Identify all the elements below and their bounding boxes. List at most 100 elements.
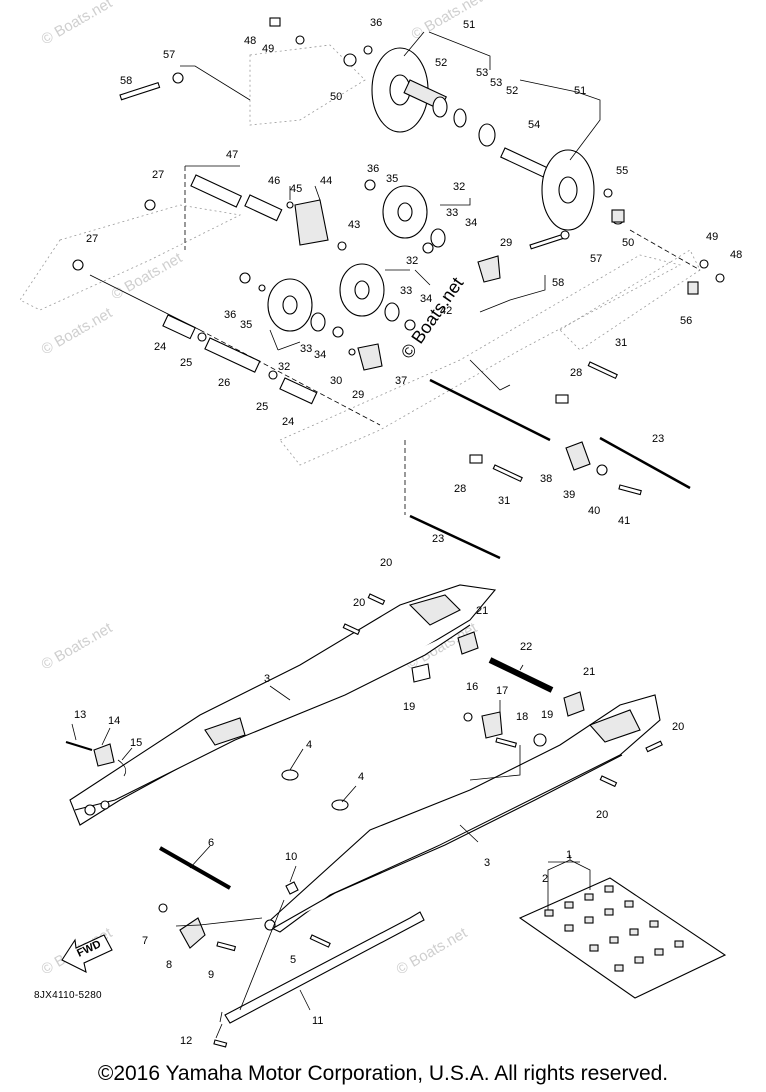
callout-4: 4 xyxy=(358,771,364,783)
callout-41: 41 xyxy=(618,515,630,527)
lower-frame-assembly: FWD xyxy=(61,584,727,1048)
callout-30: 30 xyxy=(330,375,342,387)
callout-34: 34 xyxy=(420,293,432,305)
callout-29: 29 xyxy=(500,237,512,249)
callout-9: 9 xyxy=(208,969,214,981)
callout-46: 46 xyxy=(268,175,280,187)
callout-26: 26 xyxy=(218,377,230,389)
callout-13: 13 xyxy=(74,709,86,721)
callout-36: 36 xyxy=(367,163,379,175)
track-lugs xyxy=(544,885,684,972)
callout-27: 27 xyxy=(86,233,98,245)
callout-20: 20 xyxy=(353,597,365,609)
callout-57: 57 xyxy=(163,49,175,61)
callout-21: 21 xyxy=(583,666,595,678)
callout-7: 7 xyxy=(142,935,148,947)
callout-29: 29 xyxy=(352,389,364,401)
copyright-footer: ©2016 Yamaha Motor Corporation, U.S.A. A… xyxy=(97,1062,669,1085)
callout-33: 33 xyxy=(446,207,458,219)
callout-55: 55 xyxy=(616,165,628,177)
callout-35: 35 xyxy=(240,319,252,331)
callout-45: 45 xyxy=(290,183,302,195)
callout-14: 14 xyxy=(108,715,120,727)
watermark: © Boats.net xyxy=(109,249,186,303)
callout-32: 32 xyxy=(406,255,418,267)
callout-20: 20 xyxy=(380,557,392,569)
callout-42: 42 xyxy=(440,305,452,317)
callout-32: 32 xyxy=(278,361,290,373)
callout-31: 31 xyxy=(615,337,627,349)
callout-38: 38 xyxy=(540,473,552,485)
callout-25: 25 xyxy=(180,357,192,369)
callout-20: 20 xyxy=(672,721,684,733)
callout-21: 21 xyxy=(476,605,488,617)
callout-2: 2 xyxy=(542,873,548,885)
callout-32: 32 xyxy=(453,181,465,193)
callout-40: 40 xyxy=(588,505,600,517)
callout-48: 48 xyxy=(730,249,742,261)
callout-25: 25 xyxy=(256,401,268,413)
callout-43: 43 xyxy=(348,219,360,231)
callout-4: 4 xyxy=(306,739,312,751)
callout-3: 3 xyxy=(484,857,490,869)
callout-57: 57 xyxy=(590,253,602,265)
callout-11: 11 xyxy=(312,1015,323,1027)
callout-39: 39 xyxy=(563,489,575,501)
callout-58: 58 xyxy=(552,277,564,289)
callout-3: 3 xyxy=(264,673,270,685)
callout-34: 34 xyxy=(314,349,326,361)
callout-54: 54 xyxy=(528,119,540,131)
leader-lines-lower xyxy=(71,664,591,1039)
callout-19: 19 xyxy=(541,709,553,721)
callout-50: 50 xyxy=(330,91,342,103)
callout-33: 33 xyxy=(400,285,412,297)
leader-lines-upper xyxy=(89,31,701,515)
callout-53: 53 xyxy=(490,77,502,89)
callout-24: 24 xyxy=(282,416,294,428)
callout-49: 49 xyxy=(262,43,274,55)
callout-28: 28 xyxy=(570,367,582,379)
callout-36: 36 xyxy=(224,309,236,321)
callout-31: 31 xyxy=(498,495,510,507)
callout-8: 8 xyxy=(166,959,172,971)
callout-34: 34 xyxy=(465,217,477,229)
callout-48: 48 xyxy=(244,35,256,47)
callout-49: 49 xyxy=(706,231,718,243)
callout-23: 23 xyxy=(652,433,664,445)
callout-51: 51 xyxy=(574,85,586,97)
callout-5: 5 xyxy=(290,954,296,966)
callout-24: 24 xyxy=(154,341,166,353)
callout-44: 44 xyxy=(320,175,332,187)
callout-15: 15 xyxy=(130,737,142,749)
callout-23: 23 xyxy=(432,533,444,545)
callout-22: 22 xyxy=(520,641,532,653)
watermark: © Boats.net xyxy=(39,619,116,673)
watermark: © Boats.net xyxy=(39,0,116,48)
callout-19: 19 xyxy=(403,701,415,713)
callout-47: 47 xyxy=(226,149,238,161)
callout-12: 12 xyxy=(180,1035,192,1047)
drawing-code: 8JX4110-5280 xyxy=(34,990,102,1001)
callout-56: 56 xyxy=(680,315,692,327)
callout-53: 53 xyxy=(476,67,488,79)
callout-37: 37 xyxy=(395,375,407,387)
watermark: © Boats.net xyxy=(39,304,116,358)
callout-58: 58 xyxy=(120,75,132,87)
callout-52: 52 xyxy=(435,57,447,69)
callout-35: 35 xyxy=(386,173,398,185)
callout-52: 52 xyxy=(506,85,518,97)
callout-6: 6 xyxy=(208,837,214,849)
callout-16: 16 xyxy=(466,681,478,693)
callout-18: 18 xyxy=(516,711,528,723)
callout-27: 27 xyxy=(152,169,164,181)
callout-20: 20 xyxy=(596,809,608,821)
watermark: © Boats.net xyxy=(394,924,471,978)
callout-1: 1 xyxy=(566,849,572,861)
callout-51: 51 xyxy=(463,19,475,31)
callout-36: 36 xyxy=(370,17,382,29)
callout-10: 10 xyxy=(285,851,297,863)
callout-17: 17 xyxy=(496,685,508,697)
callout-28: 28 xyxy=(454,483,466,495)
callout-numbers: 1 2 3 3 4 4 5 6 7 8 9 10 11 12 13 14 15 … xyxy=(74,17,742,1047)
